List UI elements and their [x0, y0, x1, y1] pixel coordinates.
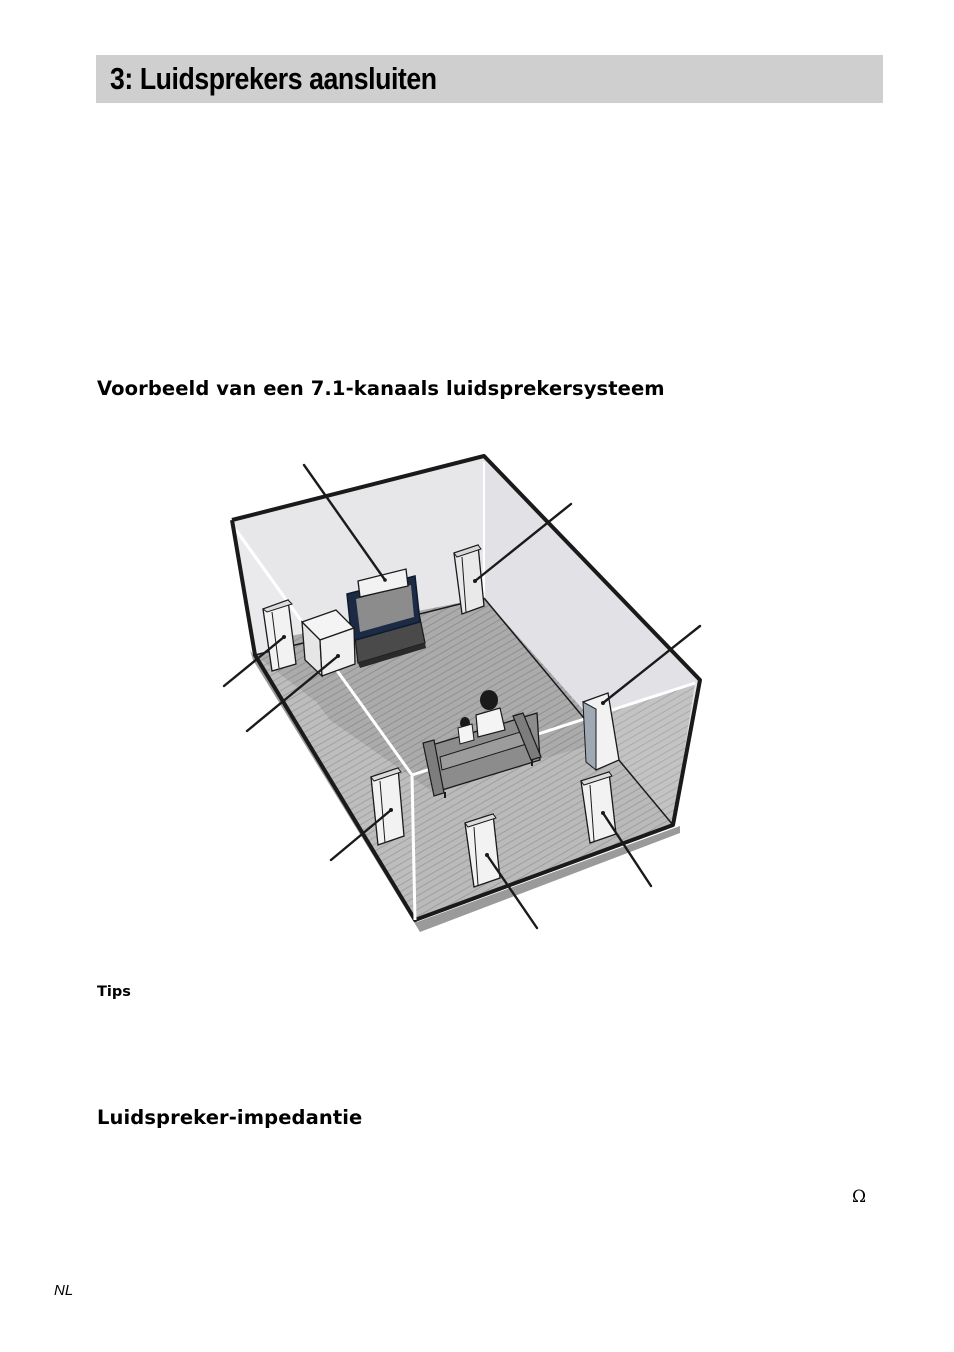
section-heading-impedance: Luidspreker-impedantie	[97, 1106, 363, 1129]
surround-left-speaker	[370, 767, 405, 846]
tv-screen	[356, 585, 414, 632]
listener-on-sofa	[422, 690, 542, 798]
front-right-speaker	[453, 544, 485, 615]
center-speaker	[357, 568, 409, 598]
surround-back-right-speaker	[580, 771, 617, 844]
leader-lines	[222, 463, 702, 930]
surround-right-speaker	[582, 692, 620, 772]
title-bar: 3: Luidsprekers aansluiten	[96, 55, 883, 103]
language-marker: NL	[54, 1282, 74, 1299]
section-heading-speaker-system: Voorbeeld van een 7.1-kanaals luidspreke…	[97, 377, 665, 400]
tips-label: Tips	[97, 984, 131, 1000]
page-title: 3: Luidsprekers aansluiten	[110, 61, 437, 96]
ohm-symbol: Ω	[852, 1187, 867, 1207]
surround-back-left-speaker	[464, 813, 501, 888]
